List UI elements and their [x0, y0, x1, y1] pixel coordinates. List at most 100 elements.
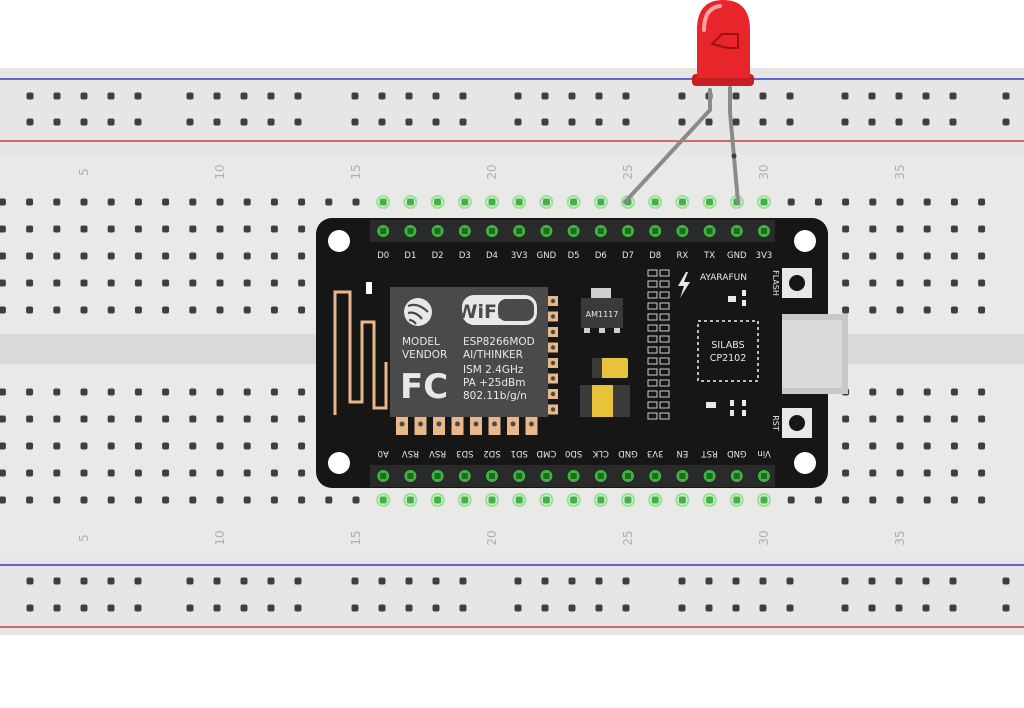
terminal-hole — [53, 198, 61, 206]
pin-label-3v3: 3V3 — [647, 448, 664, 458]
rail-hole — [405, 92, 413, 100]
rail-hole — [186, 118, 194, 126]
terminal-hole — [80, 496, 88, 504]
terminal-hole — [896, 496, 904, 504]
terminal-hole — [80, 442, 88, 450]
rail-hole — [622, 92, 630, 100]
led-body — [697, 0, 750, 78]
terminal-hole — [134, 198, 142, 206]
terminal-hole — [896, 415, 904, 423]
rail-hole — [868, 92, 876, 100]
terminal-hole — [869, 415, 877, 423]
active-hole — [379, 198, 387, 206]
pin-label-d8: D8 — [649, 251, 661, 261]
rail-hole — [459, 118, 467, 126]
terminal-hole — [270, 306, 278, 314]
module-ism-text: ISM 2.4GHz — [463, 364, 524, 376]
terminal-hole — [26, 225, 34, 233]
rail-hole — [294, 118, 302, 126]
terminal-hole — [0, 198, 6, 206]
antenna-area — [320, 282, 390, 420]
terminal-hole — [869, 225, 877, 233]
rail-hole — [568, 604, 576, 612]
terminal-hole — [216, 415, 224, 423]
pin-label-d5: D5 — [568, 251, 580, 261]
rail-hole — [378, 604, 386, 612]
rail-hole — [80, 577, 88, 585]
terminal-hole — [923, 496, 931, 504]
rail-hole — [759, 118, 767, 126]
terminal-hole — [162, 388, 170, 396]
terminal-hole — [0, 279, 6, 287]
regulator-tab — [591, 288, 611, 298]
rail-hole — [26, 577, 34, 585]
rail-hole — [541, 92, 549, 100]
rail-hole — [732, 92, 740, 100]
top-header-pins — [377, 225, 770, 237]
rail-hole — [213, 118, 221, 126]
usb-chip-line2: CP2102 — [710, 353, 747, 364]
terminal-hole — [270, 469, 278, 477]
terminal-hole — [189, 415, 197, 423]
rail-hole — [922, 604, 930, 612]
terminal-hole — [950, 306, 958, 314]
pin-label-a0: A0 — [378, 448, 389, 458]
bottom-power-rail — [0, 553, 1024, 635]
terminal-hole — [134, 388, 142, 396]
rail-hole — [595, 604, 603, 612]
terminal-hole — [162, 496, 170, 504]
rail-hole — [405, 577, 413, 585]
terminal-hole — [26, 198, 34, 206]
rail-hole — [432, 604, 440, 612]
pin-label-d3: D3 — [459, 251, 471, 261]
terminal-hole — [189, 469, 197, 477]
rail-hole — [53, 604, 61, 612]
active-hole — [542, 198, 550, 206]
terminal-hole — [298, 306, 306, 314]
terminal-hole — [53, 442, 61, 450]
pin-label-rsv: RSV — [429, 448, 446, 458]
terminal-hole — [950, 388, 958, 396]
terminal-hole — [134, 252, 142, 260]
terminal-hole — [0, 442, 6, 450]
column-number: 25 — [621, 530, 635, 545]
terminal-hole — [26, 279, 34, 287]
terminal-hole — [896, 388, 904, 396]
terminal-hole — [0, 252, 6, 260]
terminal-hole — [896, 279, 904, 287]
terminal-hole — [134, 415, 142, 423]
pin-label-tx: TX — [703, 251, 715, 261]
rail-hole — [267, 92, 275, 100]
terminal-hole — [134, 469, 142, 477]
terminal-hole — [270, 198, 278, 206]
terminal-hole — [0, 225, 6, 233]
active-hole — [624, 496, 632, 504]
rail-hole — [80, 118, 88, 126]
rail-hole — [240, 577, 248, 585]
terminal-hole — [978, 442, 986, 450]
terminal-hole — [216, 469, 224, 477]
terminal-hole — [978, 306, 986, 314]
pin-label-en: EN — [677, 448, 689, 458]
active-hole — [651, 496, 659, 504]
rail-hole — [841, 92, 849, 100]
pin-label-rx: RX — [677, 251, 689, 261]
terminal-hole — [53, 496, 61, 504]
pin-label-vin: Vin — [757, 448, 770, 458]
terminal-hole — [134, 306, 142, 314]
rail-hole — [678, 604, 686, 612]
terminal-hole — [189, 252, 197, 260]
mount-hole — [794, 452, 816, 474]
rail-hole — [541, 604, 549, 612]
active-hole — [515, 496, 523, 504]
terminal-hole — [923, 279, 931, 287]
rail-hole — [267, 577, 275, 585]
column-number: 5 — [77, 168, 91, 176]
terminal-hole — [923, 442, 931, 450]
terminal-hole — [107, 442, 115, 450]
terminal-hole — [978, 388, 986, 396]
terminal-hole — [923, 415, 931, 423]
rail-hole — [541, 577, 549, 585]
